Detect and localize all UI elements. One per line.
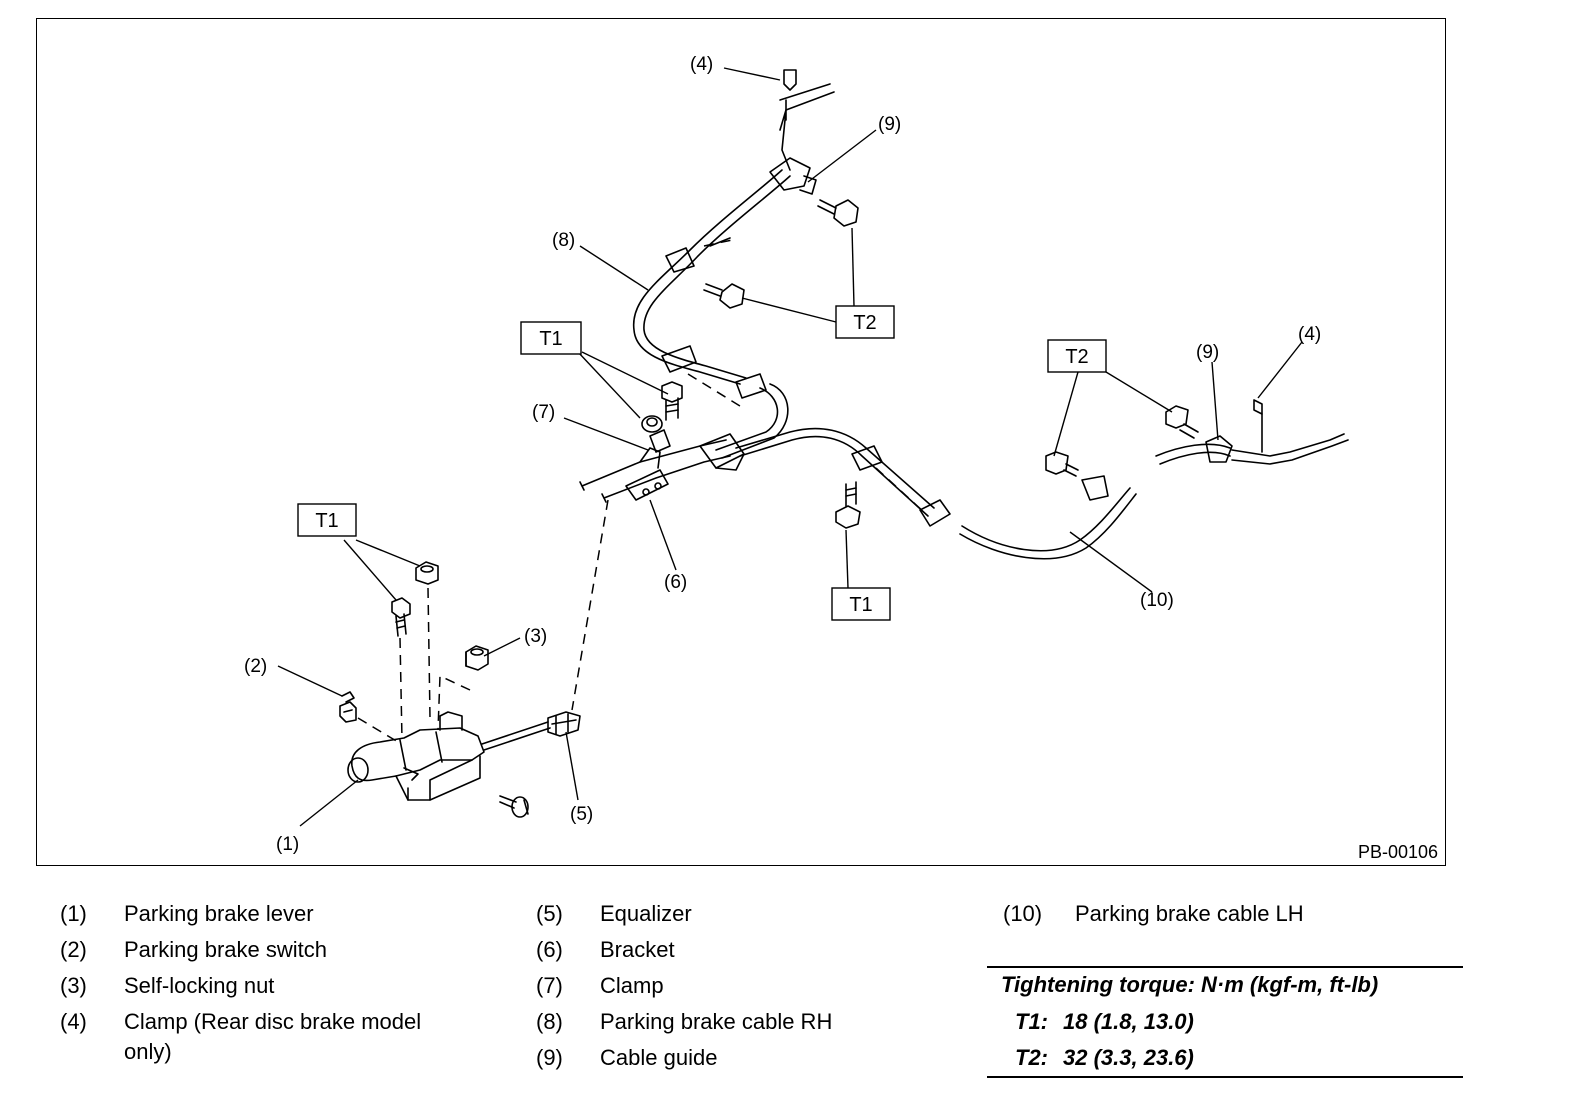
lever-bolt	[499, 795, 529, 818]
torque-value: 18 (1.8, 13.0)	[1063, 1009, 1194, 1034]
legend-item-number: (10)	[1003, 901, 1043, 926]
torque-tag-t1-left: T1	[315, 510, 338, 532]
legend-item: (2) Parking brake switch	[60, 932, 500, 968]
legend-column-1: (1) Parking brake lever (2) Parking brak…	[60, 896, 500, 1067]
callout-9-right: (9)	[1196, 342, 1219, 363]
callout-2: (2)	[244, 656, 267, 677]
cable-bracket-clamp	[579, 415, 745, 503]
torque-heading: Tightening torque: N·m (kgf-m, ft-lb)	[1001, 972, 1379, 997]
legend-item: (8) Parking brake cable RH	[536, 1004, 956, 1040]
legend-item-text: Self-locking nut	[124, 973, 275, 998]
callout-4-top: (4)	[690, 54, 713, 75]
callout-3: (3)	[524, 626, 547, 647]
legend-item: (10) Parking brake cable LH	[1003, 896, 1423, 932]
legend-item-text: Parking brake cable RH	[600, 1009, 833, 1034]
leader-lines	[277, 67, 1303, 827]
legend-item-number: (7)	[536, 973, 563, 998]
callout-9-top: (9)	[878, 114, 901, 135]
legend-column-2: (5) Equalizer (6) Bracket (7) Clamp (8) …	[536, 896, 956, 1076]
legend-item-number: (5)	[536, 901, 563, 926]
legend-item-number: (1)	[60, 901, 87, 926]
legend-column-3: (10) Parking brake cable LH	[1003, 896, 1423, 932]
callout-4-right: (4)	[1298, 324, 1321, 345]
equalizer	[547, 711, 581, 737]
legend-item: (5) Equalizer	[536, 896, 956, 932]
legend-item-number: (2)	[60, 937, 87, 962]
parking-brake-switch	[339, 691, 357, 723]
t2-right-bolts	[1045, 405, 1199, 477]
diagram-frame	[36, 18, 1446, 866]
callout-8: (8)	[552, 230, 575, 251]
t2-top-bolts	[703, 199, 859, 309]
parking-brake-cable-lh	[735, 427, 1231, 560]
callout-10: (10)	[1140, 590, 1174, 611]
cable-rh-end	[769, 69, 835, 195]
torque-row: T2: 32 (3.3, 23.6)	[987, 1040, 1463, 1076]
legend-item-text: Bracket	[600, 937, 675, 962]
legend-item-number: (3)	[60, 973, 87, 998]
legend-item: (7) Clamp	[536, 968, 956, 1004]
t1-bottom-bolt	[835, 481, 861, 529]
legend-item: (3) Self-locking nut	[60, 968, 500, 1004]
callout-6: (6)	[664, 572, 687, 593]
legend-item-text: Parking brake lever	[124, 901, 314, 926]
legend-item-text: Parking brake cable LH	[1075, 901, 1304, 926]
tightening-torque-table: Tightening torque: N·m (kgf-m, ft-lb) T1…	[987, 966, 1463, 1078]
assembly-dashed-lines	[357, 239, 927, 743]
t1-center-bolt	[661, 381, 683, 421]
cable-lh-end	[1205, 399, 1349, 465]
torque-tag-t1-bottom: T1	[849, 594, 872, 616]
torque-tag-t2-top: T2	[853, 312, 876, 334]
legend-item-text: Parking brake switch	[124, 937, 327, 962]
torque-tag-t1-center: T1	[539, 328, 562, 350]
legend-item-number: (4)	[60, 1009, 87, 1034]
callout-7: (7)	[532, 402, 555, 423]
legend-item-text: Equalizer	[600, 901, 692, 926]
callout-5: (5)	[570, 804, 593, 825]
legend-item: (6) Bracket	[536, 932, 956, 968]
drawing-id: PB-00106	[1358, 842, 1438, 862]
parking-brake-cable-rh	[632, 169, 791, 459]
legend-item: (4) Clamp (Rear disc brake model only)	[60, 1004, 500, 1067]
torque-key: T2:	[1015, 1045, 1048, 1070]
legend-item-text: Clamp	[600, 973, 664, 998]
torque-key: T1:	[1015, 1009, 1048, 1034]
torque-tag-t2-right: T2	[1065, 346, 1088, 368]
t1-left-fasteners	[391, 561, 439, 637]
torque-bottom-rule	[987, 1076, 1463, 1078]
parking-brake-diagram: T1 T1 T2 T2 T1 (4) (9) (8) (7) (6) (9) (…	[244, 54, 1438, 862]
torque-tag-boxes	[297, 305, 1107, 621]
legend-item-text: Cable guide	[600, 1045, 718, 1070]
callout-1: (1)	[276, 834, 299, 855]
legend-item-number: (6)	[536, 937, 563, 962]
legend-item: (9) Cable guide	[536, 1040, 956, 1076]
torque-row: T1: 18 (1.8, 13.0)	[987, 1004, 1463, 1040]
legend-item-text: Clamp (Rear disc brake model only)	[124, 1009, 422, 1064]
parking-brake-lever	[347, 711, 551, 801]
legend-item: (1) Parking brake lever	[60, 896, 500, 932]
torque-top-rule	[987, 966, 1463, 968]
legend-item-number: (9)	[536, 1045, 563, 1070]
legend-item-number: (8)	[536, 1009, 563, 1034]
self-locking-nut	[465, 645, 489, 671]
torque-value: 32 (3.3, 23.6)	[1063, 1045, 1194, 1070]
